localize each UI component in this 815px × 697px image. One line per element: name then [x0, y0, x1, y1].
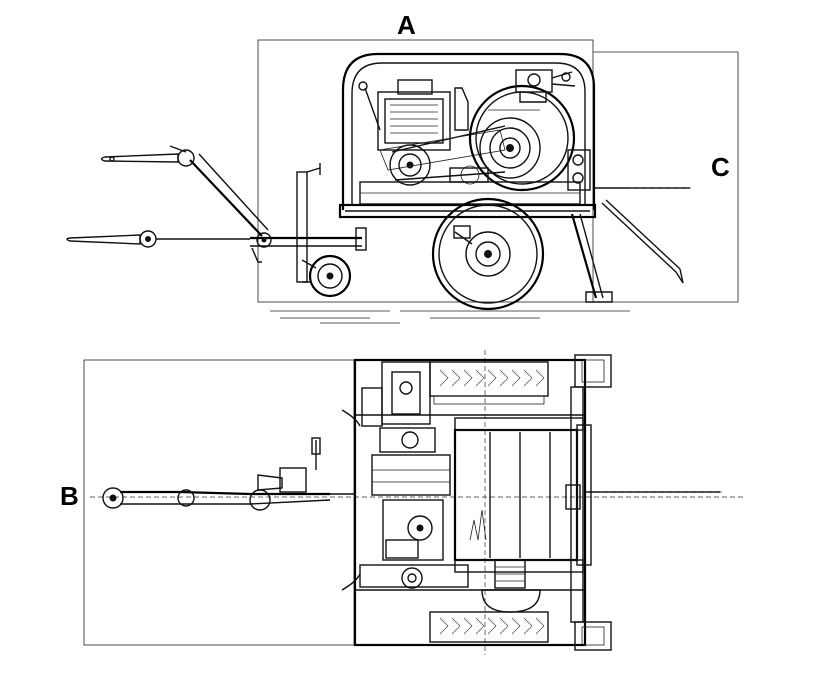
dimension-label-b: B [60, 481, 79, 511]
rear-support-leg [570, 213, 613, 303]
dimension-label-a: A [397, 10, 416, 40]
top-view [83, 350, 745, 655]
ground-line [270, 310, 630, 324]
rope-guide [567, 149, 692, 191]
top-wheel-upper [429, 361, 549, 405]
chassis-frame [338, 203, 597, 219]
anchor-rod [601, 199, 684, 284]
tow-bar [250, 163, 367, 298]
chassis-top [353, 358, 587, 647]
support-feet [570, 354, 612, 651]
dimension-box-b [83, 359, 355, 646]
tow-bar-top [102, 437, 356, 511]
rope-hooks [341, 409, 361, 591]
dimension-label-c: C [711, 152, 730, 182]
side-view [66, 39, 739, 324]
housing-inner-line [351, 62, 586, 205]
lower-frame [359, 167, 581, 205]
winch-housing [341, 52, 596, 210]
brake-mechanism [515, 69, 576, 103]
gear-train [359, 559, 526, 589]
rope-outlet [565, 484, 722, 510]
top-wheel-lower [429, 589, 549, 643]
dimension-box-c [593, 51, 739, 303]
engine [358, 79, 469, 151]
raised-drawbar [100, 145, 269, 237]
main-wheel [431, 197, 545, 311]
engine-top [361, 361, 451, 561]
lower-drawbar [66, 230, 250, 248]
